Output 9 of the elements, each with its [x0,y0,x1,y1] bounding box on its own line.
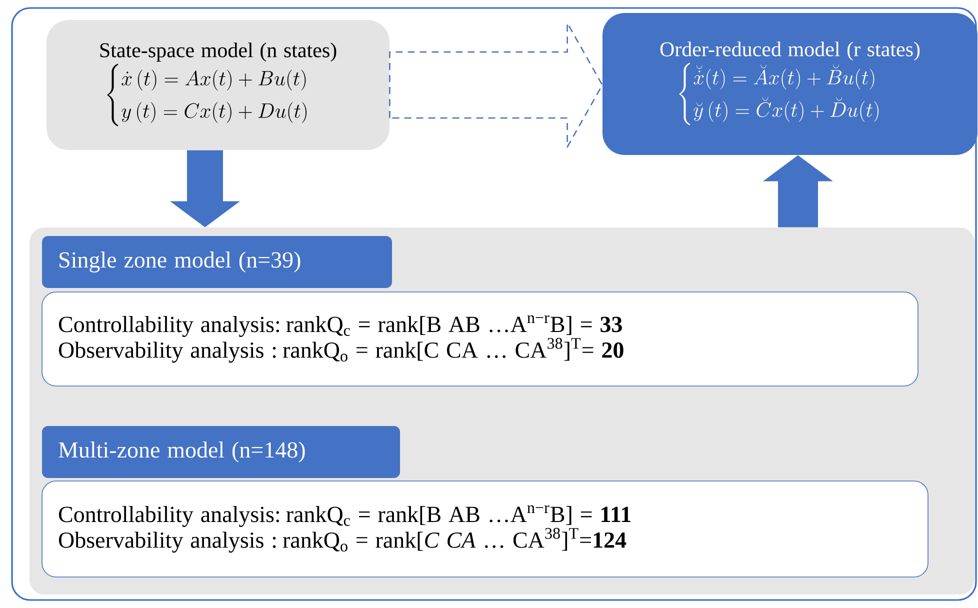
tab-header: Multi-zone model (n=148) [42,426,400,478]
result-box: Controllability analysis: rankQ$_{c}$ = rank[B AB …A$^{n−r}$B] = 33 Observability analysis : rankQ$_{o}$ = rank[C CA … CA$^{38}$]$^{T}$= 20 [42,292,918,386]
block-arrow [389,22,603,148]
block-arrow [170,150,240,228]
model-box: Order-reduced model (r states) $\begin{cases}\breve{\dot{x}}(t)=\breve{A}x(t)+\breve{B}u(t)\\ \breve{y}\,(t)=\breve{C}x(t)+\breve{D}u(t)\end{cases}$ [602,13,978,155]
block-arrow [763,155,833,228]
result-box: Controllability analysis: rankQ$_{c}$ = rank[B AB …A$^{n−r}$B] = 111 Observability analysis : rankQ$_{o}$ = rank[C CA … CA$^{38}$]$^{T}$=124 [42,480,928,578]
tab-header: Single zone model (n=39) [42,236,392,288]
model-box: State-space model (n states) $\begin{cases}\dot{x}\,(t)=Ax(t)+Bu(t)\\ y\,(t)=Cx(t)+Du(t)\end{cases}$ [46,20,390,150]
